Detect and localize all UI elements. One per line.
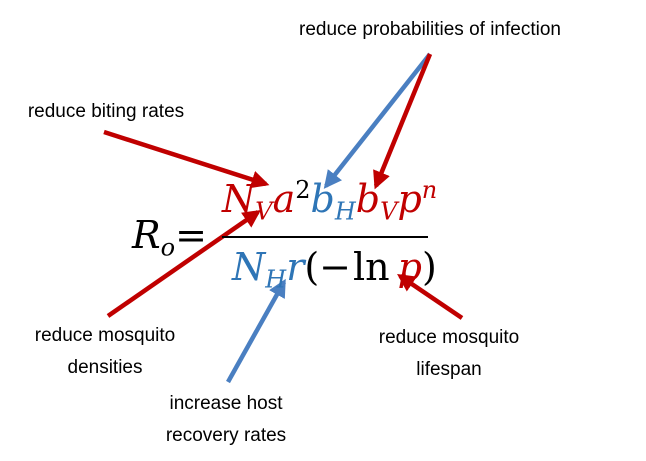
label-line-2: lifespan [416, 359, 482, 380]
term-a: a [272, 177, 296, 221]
subscript-H: H [334, 197, 356, 226]
term-p: p [397, 245, 422, 289]
label-line-2: densities [67, 357, 143, 378]
subscript-o: o [160, 233, 176, 262]
arrow-host-recovery [226, 278, 286, 384]
term-NV: NV [222, 177, 273, 224]
exponent-2: 2 [295, 176, 311, 205]
arrow-infection-to-bH [323, 52, 432, 189]
symbol-N: N [222, 177, 256, 221]
fraction-bar [222, 236, 428, 238]
term-r: r [286, 245, 305, 289]
subscript-V: V [380, 197, 398, 226]
arrow-infection-to-bV [373, 53, 433, 190]
formula-numerator: NVa2bHbVpn [222, 177, 437, 224]
term-bV: bV [355, 177, 398, 224]
term-pn: pn [397, 177, 437, 221]
label-reduce-biting: reduce biting rates [8, 96, 204, 128]
subscript-V: V [255, 197, 273, 226]
symbol-b: b [310, 177, 335, 221]
symbol-R: R [132, 213, 161, 257]
open-paren-minus: (− [304, 245, 352, 289]
symbol-p: p [397, 177, 422, 221]
term-bH: bH [310, 177, 356, 224]
exponent-n: n [421, 176, 438, 205]
symbol-b: b [355, 177, 381, 221]
label-reduce-density: reduce mosquito densities [12, 320, 198, 384]
label-line-1: reduce mosquito [378, 327, 520, 348]
label-line-1: reduce mosquito [34, 325, 176, 346]
subscript-H: H [265, 265, 287, 294]
equals-sign: = [175, 213, 207, 257]
label-increase-recovery: increase host recovery rates [150, 388, 302, 452]
label-text: reduce probabilities of infection [299, 19, 561, 40]
formula-lhs: Ro= [132, 213, 207, 260]
arrow-mosquito-density [106, 209, 261, 318]
term-NH: NH [232, 245, 286, 292]
label-line-2: recovery rates [165, 425, 287, 446]
label-reduce-lifespan: reduce mosquito lifespan [356, 322, 542, 386]
label-reduce-infection: reduce probabilities of infection [262, 14, 598, 46]
close-paren: ) [422, 245, 437, 289]
label-line-1: increase host [169, 393, 283, 414]
label-text: reduce biting rates [27, 101, 185, 122]
symbol-N: N [232, 245, 266, 289]
arrow-biting-rate [103, 129, 270, 189]
ln-operator: ln [353, 245, 390, 289]
arrow-mosquito-lifespan [397, 273, 464, 320]
